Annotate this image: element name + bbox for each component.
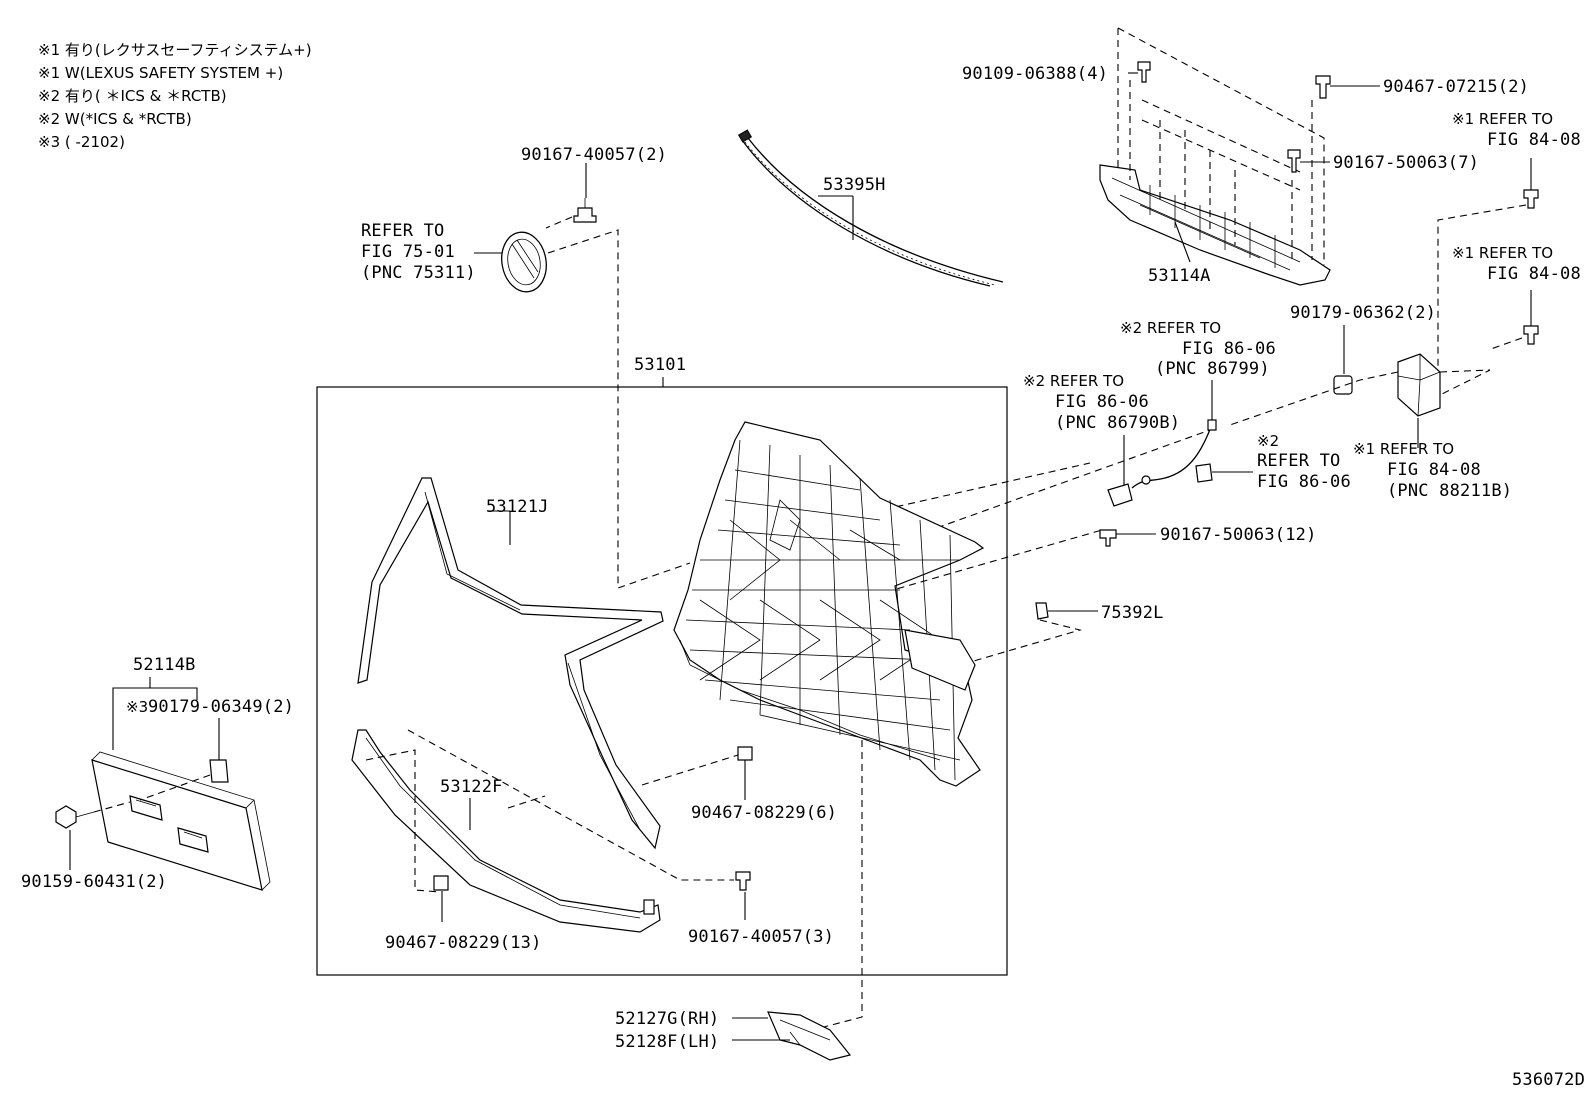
ref-fig84b-line1: ※1 REFER TO: [1452, 244, 1553, 262]
dash-line: [1439, 369, 1491, 396]
dash-line: [547, 229, 691, 589]
bolt-icon: [1523, 189, 1539, 209]
dash-line: [1159, 120, 1236, 245]
bolt-icon: [1523, 325, 1539, 345]
dash-line: [1141, 99, 1301, 173]
ref-fig86b-line3: (PNC 86790B): [1055, 413, 1180, 433]
clip-icon: [209, 759, 229, 783]
dash-line: [93, 801, 131, 813]
note-line-1: ※1 有り(レクサスセーフティシステム+): [38, 41, 312, 59]
dash-line: [872, 462, 1091, 513]
ref-fig86a-line1: ※2 REFER TO: [1120, 319, 1221, 337]
label-53122F[interactable]: 53122F: [440, 777, 503, 797]
grille-part: [673, 421, 985, 787]
ref-fig84b-line2: FIG 84-08: [1487, 264, 1581, 284]
note-line-5: ※3 ( -2102): [38, 133, 125, 151]
bolt-icon: [735, 871, 751, 891]
ref-fig86b-line2: FIG 86-06: [1055, 392, 1149, 412]
dash-line: [1229, 371, 1399, 426]
label-90167-40057-2[interactable]: 90167-40057(2): [521, 145, 667, 165]
label-52127G[interactable]: 52127G(RH): [615, 1009, 719, 1029]
dash-line: [959, 619, 1083, 666]
sensor-icon: [1195, 463, 1213, 483]
bolt-icon: [1099, 529, 1117, 547]
grille-frame-part: [357, 477, 664, 850]
dash-line: [545, 216, 573, 229]
label-53395H[interactable]: 53395H: [823, 175, 886, 195]
dash-line: [902, 429, 1211, 541]
ref-fig86a-line2: FIG 86-06: [1182, 339, 1276, 359]
label-90167-50063-12[interactable]: 90167-50063(12): [1160, 525, 1317, 545]
ref-fig86b-line1: ※2 REFER TO: [1023, 372, 1124, 390]
clip-icon: [433, 875, 449, 891]
moulding-strip-part: [737, 129, 1004, 287]
dash-line: [641, 754, 739, 786]
dash-line: [1487, 337, 1523, 351]
label-90467-07215[interactable]: 90467-07215(2): [1383, 77, 1529, 97]
ref-fig86c-line2: REFER TO: [1257, 451, 1340, 471]
bolt-icon: [573, 198, 597, 223]
upper-support-part: [1099, 164, 1331, 286]
lower-bracket-part: [767, 1011, 852, 1061]
label-75392L[interactable]: 75392L: [1101, 603, 1164, 623]
clip-icon: [1137, 61, 1151, 83]
ref-fig86a-line3: (PNC 86799): [1155, 359, 1270, 379]
label-90159-60431[interactable]: 90159-60431(2): [21, 872, 167, 892]
ref-fig75-line3: (PNC 75311): [361, 263, 476, 283]
label-53101[interactable]: 53101: [634, 355, 686, 375]
dash-line: [819, 740, 863, 1029]
ref-fig75-line1: REFER TO: [361, 221, 444, 241]
label-90109-06388[interactable]: 90109-06388(4): [962, 64, 1108, 84]
label-52114B[interactable]: 52114B: [133, 655, 196, 675]
dash-line: [507, 795, 546, 809]
note-line-4: ※2 W(*ICS & *RCTB): [38, 110, 192, 128]
dash-line: [1117, 27, 1325, 265]
radar-sensor-part: [1397, 353, 1441, 417]
label-90467-08229-13[interactable]: 90467-08229(13): [385, 933, 542, 953]
ref-fig75-line2: FIG 75-01: [361, 242, 455, 262]
bolt-icon: [55, 805, 95, 829]
clip-icon: [1333, 375, 1353, 395]
dash-line: [885, 529, 1103, 593]
label-90179-06362[interactable]: 90179-06362(2): [1290, 303, 1436, 323]
label-90179-06349[interactable]: 90179-06349(2): [148, 697, 294, 717]
harness-part: [1107, 419, 1217, 507]
note-line-2: ※1 W(LEXUS SAFETY SYSTEM +): [38, 64, 283, 82]
clip-icon: [1315, 75, 1331, 99]
ref-fig84c-line3: (PNC 88211B): [1387, 481, 1512, 501]
clip-icon: [1035, 602, 1049, 620]
dash-line: [1437, 204, 1527, 370]
license-bracket-part: [91, 751, 271, 891]
leader-52114B: [112, 687, 198, 750]
leader-53114A: [1174, 221, 1191, 263]
bolt-icon: [1287, 149, 1301, 173]
note-line-3: ※2 有り( ＊ICS & ＊RCTB): [38, 87, 227, 105]
ref-fig84c-line2: FIG 84-08: [1387, 460, 1481, 480]
label-52128F[interactable]: 52128F(LH): [615, 1032, 719, 1052]
diagram-code: 536072D: [1512, 1070, 1585, 1090]
lower-trim-part: [351, 729, 661, 933]
ref-fig84c-line1: ※1 REFER TO: [1353, 440, 1454, 458]
ref-fig84a-line2: FIG 84-08: [1487, 130, 1581, 150]
note-mark-3: ※3: [126, 698, 148, 716]
label-90167-40057-3[interactable]: 90167-40057(3): [688, 927, 834, 947]
dash-line: [1141, 119, 1301, 191]
label-90467-08229-6[interactable]: 90467-08229(6): [691, 803, 837, 823]
ref-fig86c-line3: FIG 86-06: [1257, 472, 1351, 492]
label-53121J[interactable]: 53121J: [486, 497, 549, 517]
ref-fig86c-line1: ※2: [1257, 432, 1279, 450]
dash-line: [139, 774, 211, 801]
emblem-part: [501, 231, 547, 293]
label-90167-50063-7[interactable]: 90167-50063(7): [1333, 153, 1479, 173]
assembly-frame: [316, 386, 1008, 976]
clip-icon: [737, 746, 753, 761]
label-53114A[interactable]: 53114A: [1148, 266, 1211, 286]
notes-block: ※1 有り(レクサスセーフティシステム+) ※1 W(LEXUS SAFETY …: [38, 41, 312, 151]
dash-line: [365, 749, 441, 893]
ref-fig84a-line1: ※1 REFER TO: [1452, 110, 1553, 128]
